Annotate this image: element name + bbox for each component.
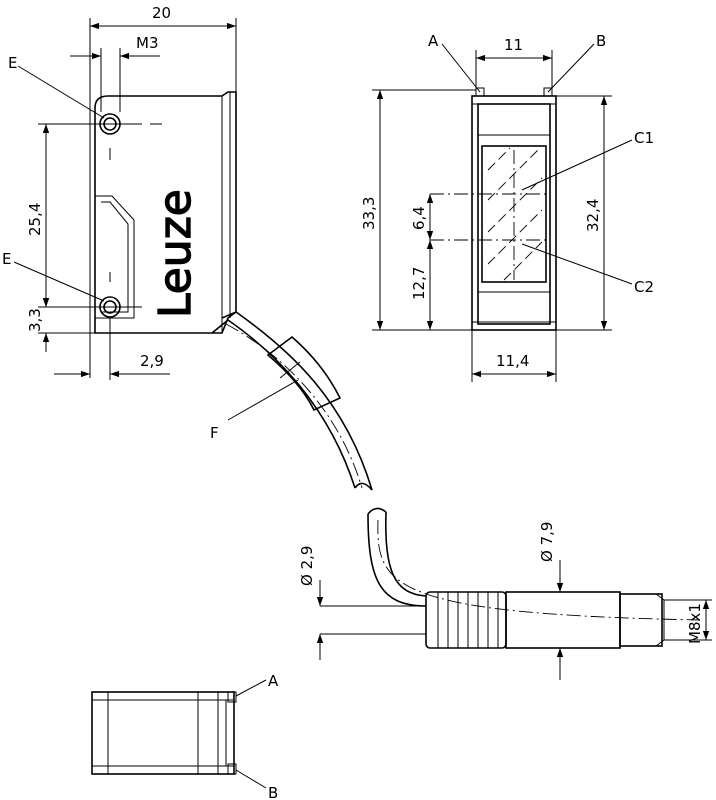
dim-label-3-3: 3,3 bbox=[26, 308, 44, 332]
dim-label-33-3: 33,3 bbox=[360, 197, 378, 230]
dim-label-32-4: 32,4 bbox=[584, 199, 602, 232]
connector-cable-inner bbox=[384, 511, 427, 597]
dim-label-12-7: 12,7 bbox=[410, 267, 428, 300]
connector-nut-chamfer bbox=[655, 593, 665, 601]
cable-strain-relief bbox=[266, 335, 342, 412]
side-cable-upper bbox=[221, 311, 373, 491]
dim-label-11: 11 bbox=[504, 36, 523, 54]
leader-a-front bbox=[441, 43, 481, 93]
side-cable-end bbox=[354, 482, 373, 491]
callout-b-front: B bbox=[596, 32, 606, 50]
dim-label-25-4: 25,4 bbox=[26, 203, 44, 236]
leader-e-top bbox=[17, 65, 105, 119]
callout-a-bottom: A bbox=[268, 672, 279, 690]
side-inner-contour bbox=[95, 195, 135, 319]
leader-b-bottom bbox=[235, 769, 267, 789]
leader-b-front bbox=[547, 43, 595, 93]
leader-c1 bbox=[521, 139, 633, 191]
callout-f: F bbox=[210, 424, 219, 442]
front-housing-inner bbox=[477, 103, 551, 325]
callout-a-front: A bbox=[428, 32, 439, 50]
connector-cable-end bbox=[367, 507, 387, 515]
window-hatch-3 bbox=[487, 177, 543, 233]
bottom-tab-a bbox=[227, 691, 237, 703]
connector-cable-axis bbox=[377, 519, 701, 621]
brand-logo: Leuze bbox=[150, 189, 201, 318]
leader-f bbox=[227, 379, 299, 421]
front-housing-outline bbox=[471, 95, 557, 331]
bottom-tab-b bbox=[227, 763, 237, 775]
callout-c2: C2 bbox=[634, 278, 654, 296]
dim-label-6-4: 6,4 bbox=[410, 206, 428, 230]
side-cable-lower bbox=[211, 319, 356, 489]
bottom-housing bbox=[91, 691, 235, 775]
connector-nut-chamfer-2 bbox=[655, 639, 665, 647]
dim-label-dia-2-9: Ø 2,9 bbox=[298, 546, 316, 586]
leader-a-bottom bbox=[235, 679, 267, 697]
dim-label-2-9: 2,9 bbox=[140, 352, 164, 370]
connector-view: Ø 2,9 Ø 7,9 M8x1 bbox=[298, 507, 712, 680]
connector-body bbox=[505, 591, 621, 649]
leader-e-bottom bbox=[13, 261, 105, 302]
front-view: 11 33,3 6,4 12,7 32,4 11,4 A B C1 C2 bbox=[360, 32, 654, 382]
connector-nut bbox=[619, 593, 663, 647]
window-hatch-1 bbox=[487, 147, 511, 171]
dim-label-11-4: 11,4 bbox=[496, 352, 529, 370]
dim-label-20: 20 bbox=[152, 4, 171, 22]
leader-c2 bbox=[521, 243, 633, 285]
bottom-view: A B bbox=[91, 672, 279, 800]
callout-e-top: E bbox=[8, 54, 17, 72]
side-view: Leuze 20 M3 25,4 3,3 2,9 bbox=[2, 4, 373, 491]
side-inner-contour-2 bbox=[101, 201, 129, 313]
callout-c1: C1 bbox=[634, 129, 654, 147]
cable-strain-relief-line bbox=[279, 361, 301, 379]
optics-window bbox=[481, 145, 547, 283]
connector-cable-outer bbox=[367, 513, 427, 607]
window-hatch-5 bbox=[503, 241, 543, 281]
dim-label-dia-7-9: Ø 7,9 bbox=[538, 522, 556, 562]
callout-b-bottom: B bbox=[268, 784, 278, 800]
side-cable-axis bbox=[225, 323, 363, 489]
callout-e-bottom: E bbox=[2, 250, 11, 268]
dim-label-m8x1: M8x1 bbox=[686, 603, 704, 644]
side-housing-outline bbox=[94, 91, 237, 334]
dim-label-m3: M3 bbox=[136, 34, 159, 52]
connector-ribs bbox=[425, 591, 507, 649]
window-hatch-4 bbox=[487, 209, 543, 265]
